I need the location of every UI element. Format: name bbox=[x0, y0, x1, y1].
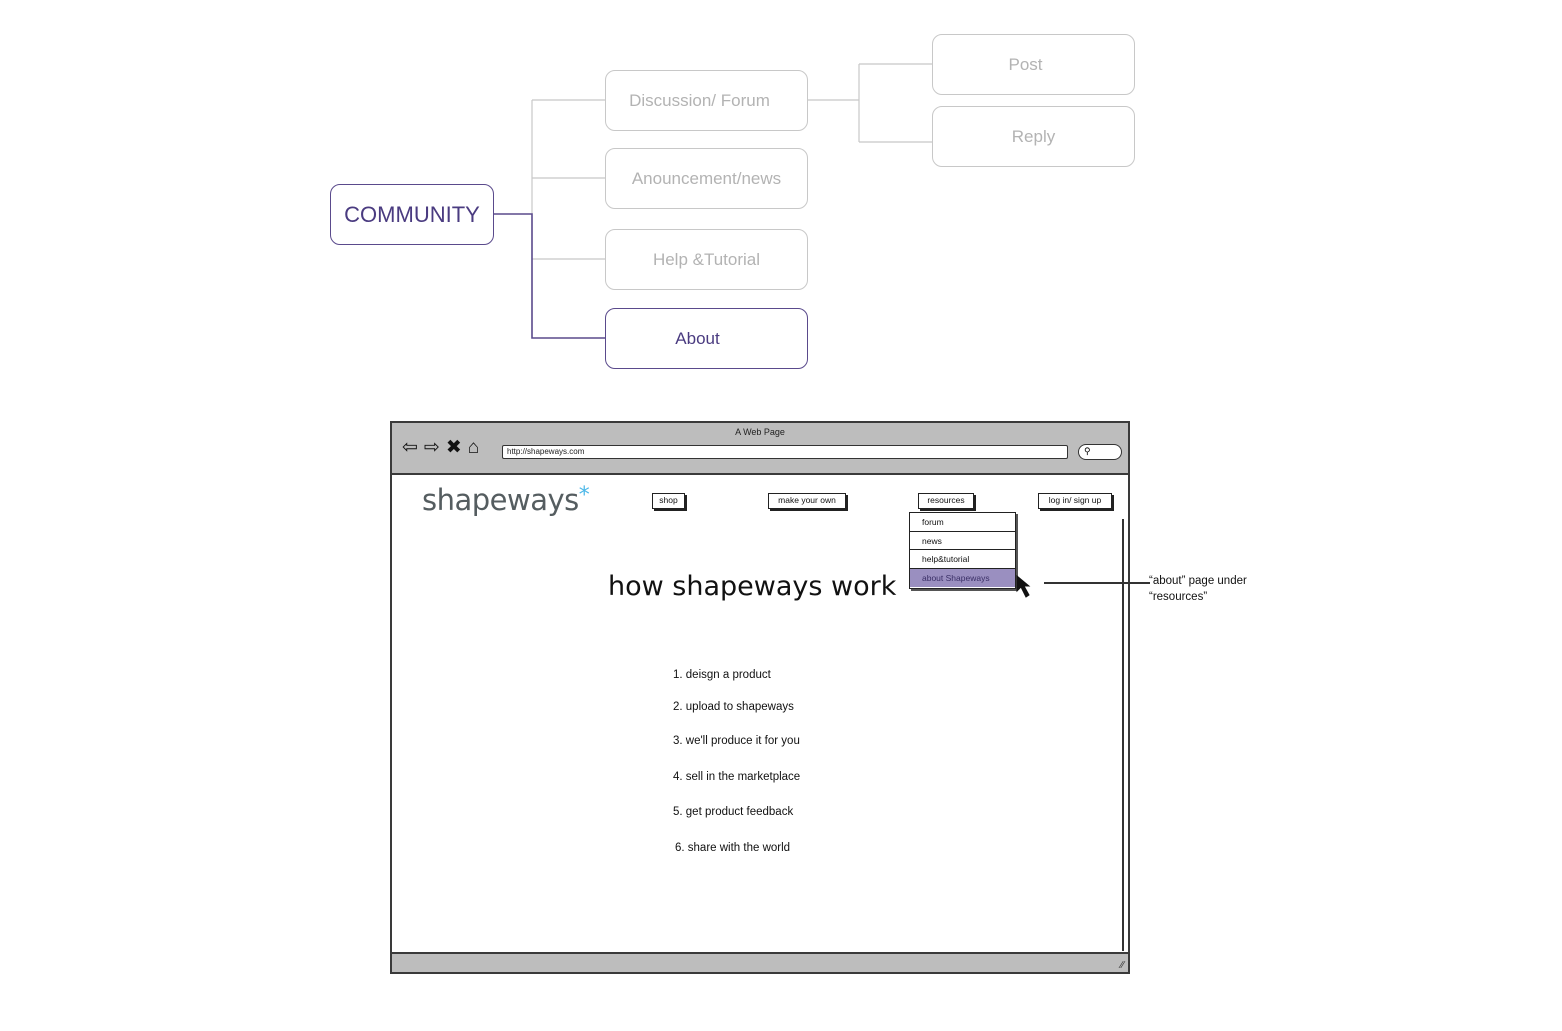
annotation-note: “about” page under “resources” bbox=[1149, 573, 1279, 605]
node-help-tutorial-label: Help &Tutorial bbox=[652, 249, 761, 269]
node-reply[interactable]: Reply bbox=[932, 106, 1135, 167]
node-reply-label: Reply bbox=[1011, 126, 1056, 146]
search-field[interactable]: ⚲ bbox=[1078, 444, 1122, 460]
dropdown-item-help-tutorial[interactable]: help&tutorial bbox=[910, 550, 1015, 569]
step-item: 2. upload to shapeways bbox=[673, 701, 794, 713]
resources-dropdown-menu: forum news help&tutorial about Shapeways bbox=[909, 512, 1016, 589]
dropdown-item-news[interactable]: news bbox=[910, 532, 1015, 550]
node-post-label: Post bbox=[1008, 54, 1043, 74]
annotation-pointer-line bbox=[1044, 582, 1150, 584]
node-about-label: About bbox=[675, 328, 720, 348]
node-help-tutorial[interactable]: Help &Tutorial bbox=[605, 229, 808, 290]
annotation-line-2: “resources” bbox=[1149, 591, 1208, 603]
sitemap-connectors bbox=[494, 63, 932, 339]
node-discussion-forum[interactable]: Discussion/ Forum bbox=[605, 70, 808, 131]
page-heading: how shapeways work bbox=[608, 571, 897, 602]
back-arrow-icon[interactable]: ⇦ bbox=[402, 437, 418, 458]
node-discussion-forum-label: Discussion/ Forum bbox=[629, 90, 770, 110]
mouse-cursor-icon bbox=[1016, 575, 1031, 598]
nav-shop-button[interactable]: shop bbox=[652, 493, 685, 509]
browser-window-mockup: A Web Page ⇦ ⇨ ✖ ⌂ http://shapeways.com … bbox=[390, 421, 1130, 974]
nav-login-signup-button[interactable]: log in/ sign up bbox=[1038, 493, 1112, 509]
browser-toolbar: A Web Page ⇦ ⇨ ✖ ⌂ http://shapeways.com … bbox=[392, 423, 1128, 475]
resize-grip-icon[interactable]: ∕∕ bbox=[1120, 960, 1124, 971]
dropdown-item-forum[interactable]: forum bbox=[910, 513, 1015, 532]
forward-arrow-icon[interactable]: ⇨ bbox=[423, 437, 440, 458]
logo-text: shapeways bbox=[422, 483, 579, 517]
node-about[interactable]: About bbox=[605, 308, 808, 369]
nav-icon-group: ⇦ ⇨ ✖ ⌂ bbox=[402, 438, 479, 458]
shapeways-logo[interactable]: shapeways* bbox=[422, 483, 590, 517]
node-community-label: COMMUNITY bbox=[344, 201, 480, 227]
step-item: 4. sell in the marketplace bbox=[673, 771, 801, 783]
window-title: A Web Page bbox=[735, 427, 785, 437]
logo-star-icon: * bbox=[578, 483, 590, 508]
vertical-scrollbar[interactable] bbox=[1122, 519, 1124, 951]
connector-root-to-about bbox=[494, 213, 606, 339]
browser-status-bar: ∕∕ bbox=[392, 952, 1128, 972]
search-icon: ⚲ bbox=[1084, 446, 1091, 456]
step-item: 6. share with the world bbox=[675, 842, 791, 854]
step-item: 3. we'll produce it for you bbox=[673, 735, 800, 747]
nav-resources-button[interactable]: resources bbox=[918, 493, 974, 509]
annotation-line-1: “about” page under bbox=[1149, 575, 1247, 587]
dropdown-item-about-shapeways[interactable]: about Shapeways bbox=[910, 568, 1015, 587]
home-icon[interactable]: ⌂ bbox=[467, 437, 480, 458]
step-item: 1. deisgn a product bbox=[673, 669, 771, 681]
node-community[interactable]: COMMUNITY bbox=[330, 184, 494, 245]
node-announcement-news[interactable]: Anouncement/news bbox=[605, 148, 808, 209]
node-post[interactable]: Post bbox=[932, 34, 1135, 95]
nav-make-your-own-button[interactable]: make your own bbox=[768, 493, 846, 509]
step-item: 5. get product feedback bbox=[673, 806, 794, 818]
address-bar[interactable]: http://shapeways.com bbox=[502, 445, 1068, 459]
stop-icon[interactable]: ✖ bbox=[445, 437, 462, 458]
node-announcement-news-label: Anouncement/news bbox=[631, 168, 782, 188]
